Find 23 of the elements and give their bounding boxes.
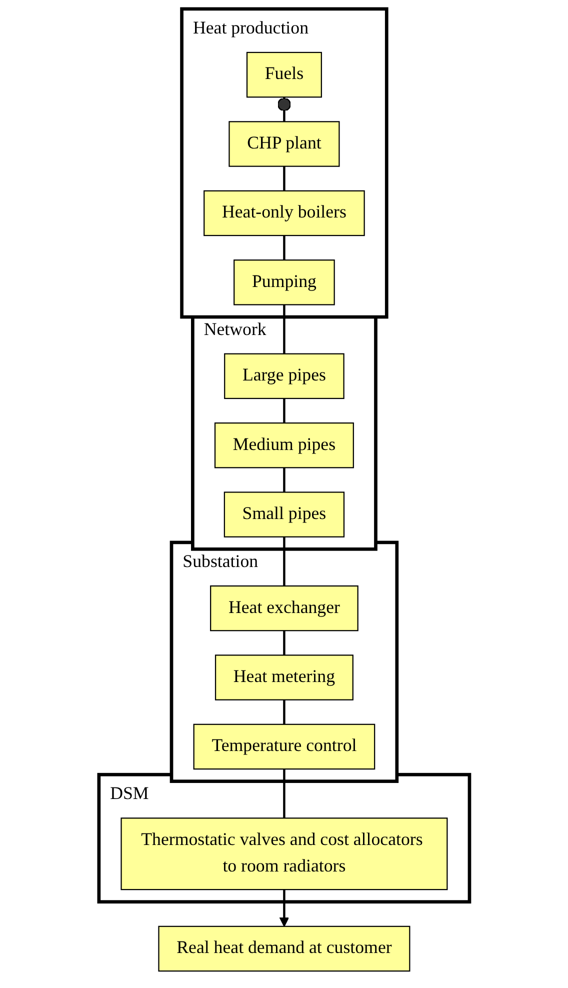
node-box: Thermostatic valves and cost allocators to room radiators [120,818,448,890]
node-box: Heat-only boilers [203,190,365,236]
connector [277,97,291,122]
node-box: Fuels [246,52,322,98]
node-box: Small pipes [224,492,344,538]
connector [282,236,286,260]
connector [282,630,286,656]
node-box: Temperature control [193,724,375,770]
node-box: Medium pipes [214,422,354,468]
node-box: Pumping [233,260,335,306]
node-box: Heat metering [214,654,354,700]
connector [282,398,286,424]
node-box: Heat exchanger [210,585,358,632]
connector [282,769,286,818]
connector [282,468,286,492]
connector [282,166,286,191]
node-box: Real heat demand at customer [158,926,410,972]
node-box: CHP plant [228,121,340,167]
connector [282,304,286,354]
arrow [279,890,289,927]
node-box: Large pipes [224,353,344,400]
connector [282,536,286,586]
connector [282,700,286,724]
